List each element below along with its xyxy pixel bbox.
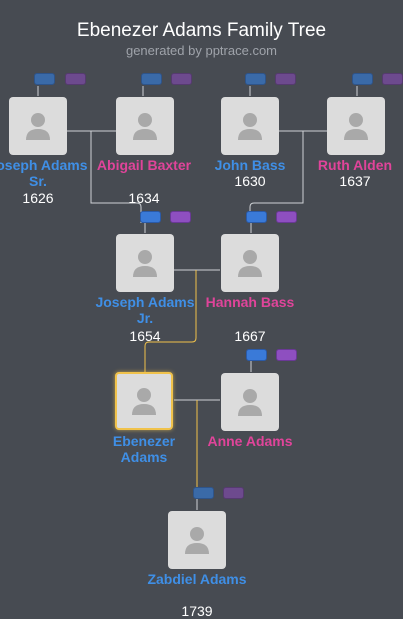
father-button[interactable] [141, 73, 162, 85]
father-button[interactable] [246, 349, 267, 361]
father-button[interactable] [34, 73, 55, 85]
person-birth-year: 1654 [129, 328, 161, 344]
person-silhouette-icon [344, 113, 368, 140]
person-name: Hannah Bass [205, 294, 295, 310]
father-button[interactable] [246, 211, 267, 223]
person-card-joseph-adams-jr[interactable] [116, 234, 174, 292]
person-silhouette-icon [132, 388, 156, 415]
person-card-joseph-adams-sr[interactable] [9, 97, 67, 155]
person-birth-year: 1634 [128, 190, 160, 206]
person-birth-year: 1637 [339, 173, 371, 189]
person-card-anne-adams[interactable] [221, 373, 279, 431]
mother-button[interactable] [275, 73, 296, 85]
person-card-abigail-baxter[interactable] [116, 97, 174, 155]
person-name: Ebenezer Adams [112, 433, 176, 465]
person-name: Ruth Alden [317, 157, 393, 173]
person-silhouette-icon [238, 389, 262, 416]
mother-button[interactable] [276, 349, 297, 361]
person-card-john-bass[interactable] [221, 97, 279, 155]
page-title: Ebenezer Adams Family Tree [76, 20, 327, 41]
person-card-ebenezer-adams[interactable] [115, 372, 173, 430]
person-card-zabdiel-adams[interactable] [168, 511, 226, 569]
mother-button[interactable] [382, 73, 403, 85]
person-name: Joseph Adams Sr. [0, 157, 88, 189]
mother-button[interactable] [276, 211, 297, 223]
father-button[interactable] [140, 211, 161, 223]
person-silhouette-icon [26, 113, 50, 140]
father-button[interactable] [352, 73, 373, 85]
person-name: Anne Adams [207, 433, 293, 449]
person-name: John Bass [214, 157, 286, 173]
person-name: Abigail Baxter [96, 157, 192, 173]
mother-button[interactable] [65, 73, 86, 85]
mother-button[interactable] [171, 73, 192, 85]
person-birth-year: 1626 [22, 190, 54, 206]
person-birth-year: 1739 [181, 603, 213, 619]
person-silhouette-icon [133, 113, 157, 140]
person-birth-year: 1630 [234, 173, 266, 189]
person-silhouette-icon [185, 527, 209, 554]
person-silhouette-icon [238, 250, 262, 277]
person-name: Joseph Adams Jr. [95, 294, 195, 326]
page-subtitle: generated by pptrace.com [125, 43, 278, 58]
father-button[interactable] [245, 73, 266, 85]
person-silhouette-icon [133, 250, 157, 277]
father-button[interactable] [193, 487, 214, 499]
person-card-ruth-alden[interactable] [327, 97, 385, 155]
person-silhouette-icon [238, 113, 262, 140]
mother-button[interactable] [170, 211, 191, 223]
person-card-hannah-bass[interactable] [221, 234, 279, 292]
person-name: Zabdiel Adams [147, 571, 247, 587]
person-birth-year: 1667 [234, 328, 266, 344]
mother-button[interactable] [223, 487, 244, 499]
